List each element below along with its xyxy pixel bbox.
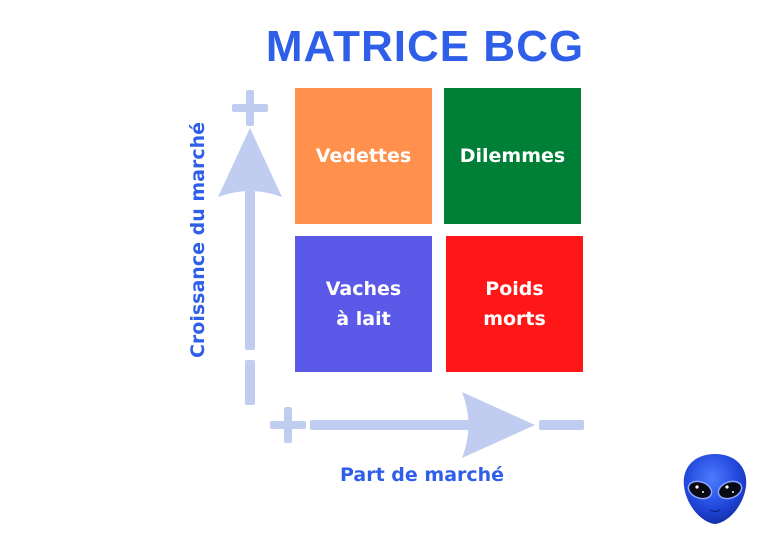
y-axis-label: Croissance du marché [187,121,209,359]
x-axis-label: Part de marché [340,464,505,486]
y-minus-icon [245,360,255,405]
quadrant-vedettes: Vedettes [295,88,432,224]
alien-head-icon [683,454,747,524]
quadrant-poids-morts: Poids morts [446,236,583,372]
quadrant-vaches-a-lait: Vaches à lait [295,236,432,372]
quadrant-label-line2: à lait [336,308,391,330]
x-minus-icon [539,420,584,430]
quadrant-label-line2: morts [483,308,546,330]
quadrant-label: Dilemmes [459,145,566,167]
page-title: MATRICE BCG [265,22,585,71]
quadrant-label: Vedettes [315,145,412,167]
quadrant-label-line1: Poids [485,278,544,300]
quadrant-label-line1: Vaches [325,278,402,300]
y-arrow-up-icon [218,128,282,197]
quadrant-dilemmes: Dilemmes [444,88,581,224]
x-arrow-right-icon [462,392,535,458]
